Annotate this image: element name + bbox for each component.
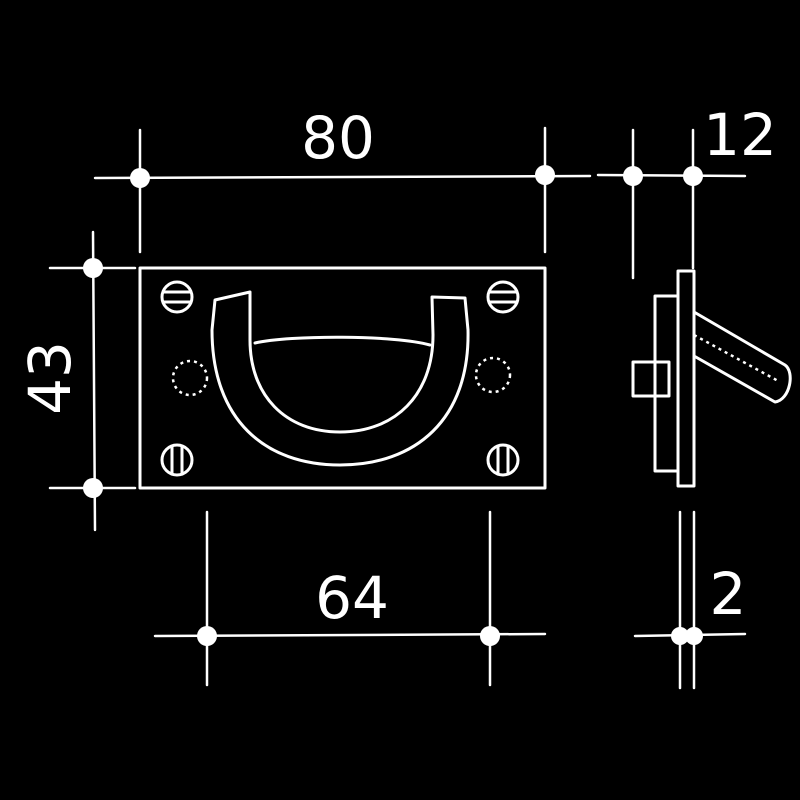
side-handle: [692, 310, 792, 404]
dimension-label-height: 43: [16, 341, 84, 415]
dimension-line-spacing: [153, 632, 547, 638]
dimension-line-depth: [596, 173, 747, 178]
dimension-dot-thickness-left: [671, 627, 689, 645]
dimension-dot-right: [535, 165, 555, 185]
dimension-label-depth: 12: [703, 101, 777, 169]
dimension-dot-bottom: [83, 478, 103, 498]
dimension-plate-thickness: 2: [633, 510, 747, 690]
dimension-dot-depth-right: [683, 166, 703, 186]
hidden-hole-right: [474, 356, 512, 394]
dimension-dot-top: [83, 258, 103, 278]
handle-outline: [210, 290, 470, 467]
dimension-label-width: 80: [301, 104, 375, 172]
dimension-line-width: [93, 174, 592, 180]
side-view: [631, 269, 792, 488]
handle-bail: [210, 290, 470, 467]
dimension-plate-width: 80: [93, 104, 592, 254]
dimension-label-thickness: 2: [710, 560, 747, 628]
dimension-dot-hole-right: [480, 626, 500, 646]
dimension-dot-left: [130, 168, 150, 188]
screw-top-right-icon: [486, 280, 520, 314]
screw-bottom-left-icon: [160, 443, 194, 477]
dimension-side-depth: 12: [596, 101, 777, 280]
dimension-plate-height: 43: [16, 230, 137, 532]
screw-top-left-icon: [160, 280, 194, 314]
screw-bottom-right-icon: [486, 443, 520, 477]
side-bracket: [653, 294, 680, 473]
plate-front-view: [138, 266, 547, 490]
dimension-dot-thickness-right: [685, 627, 703, 645]
side-pivot: [631, 360, 671, 398]
dimension-hole-spacing: 64: [153, 510, 547, 687]
plate-outline: [138, 266, 547, 490]
side-handle-hidden-line: [693, 333, 781, 384]
dimension-label-spacing: 64: [315, 564, 389, 632]
dimension-dot-depth-left: [623, 166, 643, 186]
side-plate: [676, 269, 696, 488]
dimension-dot-hole-left: [197, 626, 217, 646]
hidden-hole-left: [171, 359, 209, 397]
handle-inner-edge: [253, 335, 432, 347]
